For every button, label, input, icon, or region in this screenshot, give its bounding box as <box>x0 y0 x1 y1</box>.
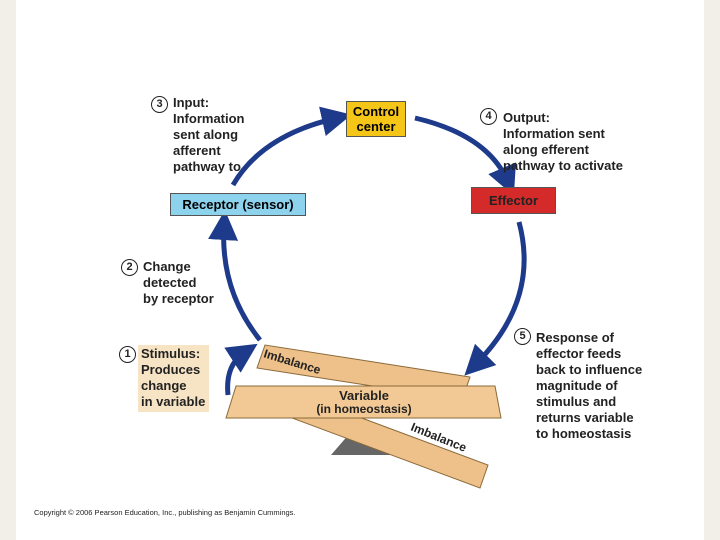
step-3-text: Input: Information sent along afferent p… <box>173 95 245 174</box>
step-2-text: Change detected by receptor <box>143 259 214 306</box>
step-4-text: Output: Information sent along efferent … <box>503 110 623 173</box>
control-center-box: Control center <box>346 101 406 137</box>
step-1-text: Stimulus: Produces change in variable <box>138 345 210 412</box>
step-2-number: 2 <box>121 259 138 276</box>
variable-sub-label: (in homeostasis) <box>316 402 411 416</box>
variable-label: Variable <box>339 388 389 403</box>
step-5-text: Response of effector feeds back to influ… <box>536 330 643 441</box>
arrow-stimulus-to-imbalance <box>224 343 258 396</box>
step-3-number: 3 <box>151 96 168 113</box>
arrow-control-to-effector <box>414 115 516 196</box>
arrow-receptor-to-control <box>230 106 352 187</box>
arrow-effector-to-variable <box>464 221 527 376</box>
effector-box: Effector <box>471 187 556 214</box>
step-5-number: 5 <box>514 328 531 345</box>
receptor-box: Receptor (sensor) <box>170 193 306 216</box>
copyright-notice: Copyright © 2006 Pearson Education, Inc.… <box>34 508 296 517</box>
step-1-number: 1 <box>119 346 136 363</box>
plank-variable <box>225 385 502 419</box>
step-4-number: 4 <box>480 108 497 125</box>
arrow-imbalance-to-receptor <box>208 210 262 342</box>
